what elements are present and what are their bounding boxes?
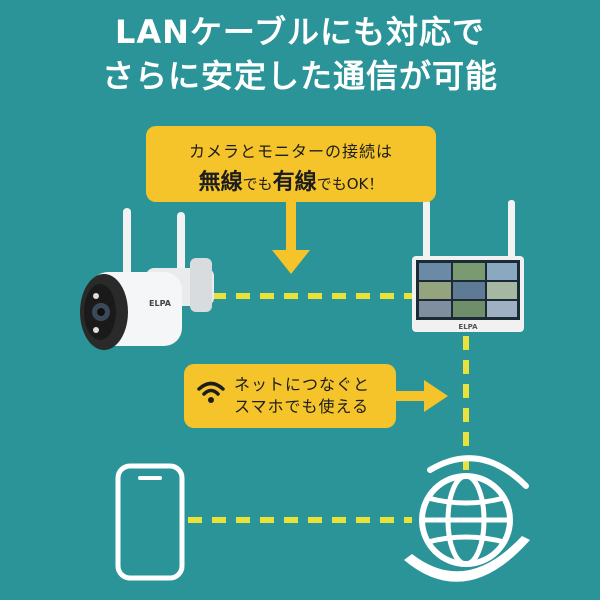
smartphone-icon: [115, 463, 185, 581]
headline-line-2: さらに安定した通信が可能: [101, 57, 498, 95]
connection-callout-line-2: 無線でも有線でもOK！: [146, 164, 436, 196]
globe-icon: [404, 455, 530, 582]
security-camera-icon: [80, 208, 214, 350]
wireless-word: 無線: [198, 170, 243, 195]
internet-callout: ネットにつなぐと スマホでも使える: [184, 364, 396, 428]
arrow-down-icon: [272, 202, 310, 274]
camera-brand-label: ELPA: [149, 299, 172, 308]
internet-callout-line-2: スマホでも使える: [234, 397, 370, 416]
particle-demo-1: でも: [242, 175, 273, 193]
internet-callout-text: ネットにつなぐと スマホでも使える: [234, 374, 370, 418]
arrow-right-icon: [396, 380, 448, 412]
wired-word: 有線: [272, 170, 317, 195]
headline-line-1: LANケーブルにも対応で: [114, 13, 486, 51]
connection-callout: カメラとモニターの接続は 無線でも有線でもOK！: [146, 126, 436, 202]
page-title: LANケーブルにも対応で さらに安定した通信が可能: [0, 10, 600, 98]
particle-demo-ok: でもOK！: [316, 175, 384, 193]
internet-callout-line-1: ネットにつなぐと: [234, 375, 371, 394]
connection-callout-line-1: カメラとモニターの接続は: [188, 142, 393, 161]
monitor-brand-label: ELPA: [458, 323, 478, 331]
monitor-icon: [412, 200, 524, 332]
wifi-icon: [197, 381, 225, 403]
